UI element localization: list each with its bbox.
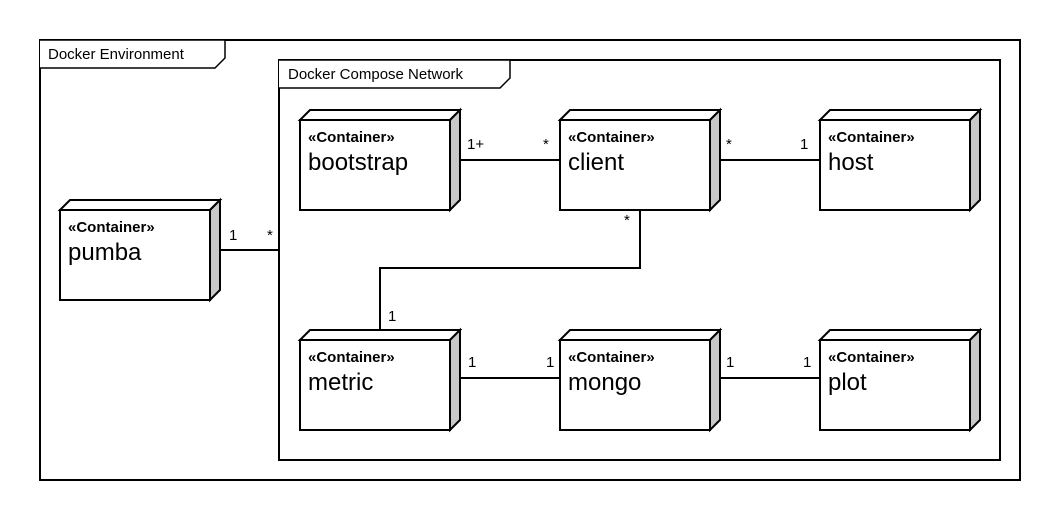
node-stereotype: «Container» bbox=[568, 129, 655, 146]
node-stereotype: «Container» bbox=[568, 349, 655, 366]
mult-client-metric-source: * bbox=[624, 212, 630, 229]
node-plot: «Container» plot bbox=[817, 327, 983, 433]
node-stereotype: «Container» bbox=[828, 129, 915, 146]
mult-bootstrap-client-source: 1+ bbox=[467, 136, 484, 153]
mult-bootstrap-client-target: * bbox=[543, 136, 549, 153]
frame-docker-compose-network: Docker Compose Network bbox=[278, 59, 1001, 461]
node-stereotype: «Container» bbox=[68, 219, 155, 236]
frame-label-network: Docker Compose Network bbox=[288, 66, 464, 83]
node-metric: «Container» metric bbox=[297, 327, 463, 433]
node-name: client bbox=[568, 149, 624, 176]
node-bootstrap: «Container» bootstrap bbox=[297, 107, 463, 213]
mult-client-metric-target: 1 bbox=[388, 308, 396, 325]
node-name: metric bbox=[308, 369, 373, 396]
node-name: pumba bbox=[68, 239, 142, 266]
mult-metric-mongo-source: 1 bbox=[468, 354, 476, 371]
node-stereotype: «Container» bbox=[308, 129, 395, 146]
frame-label-environment: Docker Environment bbox=[48, 46, 185, 63]
node-client: «Container» client bbox=[557, 107, 723, 213]
mult-pumba-source: 1 bbox=[229, 227, 237, 244]
node-name: bootstrap bbox=[308, 149, 408, 176]
connectors bbox=[220, 159, 820, 379]
node-name: host bbox=[828, 149, 874, 176]
mult-mongo-plot-target: 1 bbox=[803, 354, 811, 371]
node-pumba: «Container» pumba bbox=[57, 197, 223, 303]
node-name: mongo bbox=[568, 369, 641, 396]
node-host: «Container» host bbox=[817, 107, 983, 213]
mult-metric-mongo-target: 1 bbox=[546, 354, 554, 371]
mult-client-host-source: * bbox=[726, 136, 732, 153]
mult-pumba-target: * bbox=[267, 227, 273, 244]
node-name: plot bbox=[828, 369, 867, 396]
frame-docker-environment: Docker Environment bbox=[39, 39, 1021, 481]
mult-mongo-plot-source: 1 bbox=[726, 354, 734, 371]
multiplicities: 1 * 1+ * * 1 * 1 1 1 1 1 bbox=[229, 136, 811, 371]
node-mongo: «Container» mongo bbox=[557, 327, 723, 433]
mult-client-host-target: 1 bbox=[800, 136, 808, 153]
node-stereotype: «Container» bbox=[828, 349, 915, 366]
node-stereotype: «Container» bbox=[308, 349, 395, 366]
edge-client-metric bbox=[379, 210, 641, 330]
